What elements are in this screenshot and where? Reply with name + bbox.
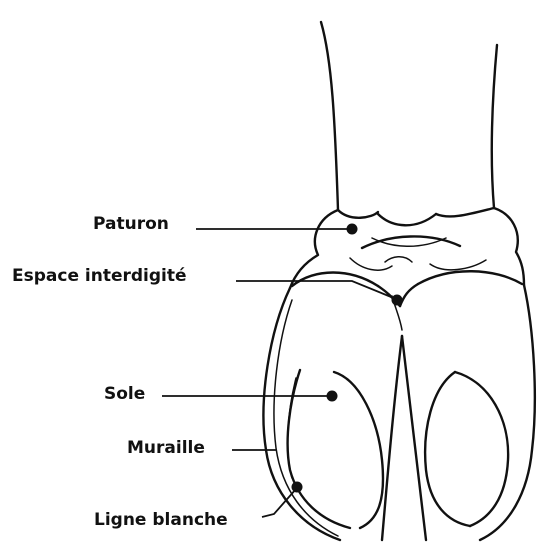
label-espace-interdigite: Espace interdigité — [12, 266, 187, 286]
right-claw-sole — [425, 372, 508, 526]
coronary-band — [292, 257, 522, 330]
hoof-wall-outline — [263, 285, 534, 540]
pastern-outline — [290, 208, 524, 288]
leader-sole — [162, 391, 338, 402]
label-muraille: Muraille — [127, 438, 205, 458]
label-sole: Sole — [104, 384, 145, 404]
leg-outline — [321, 22, 497, 210]
label-paturon: Paturon — [93, 214, 169, 234]
label-ligne-blanche: Ligne blanche — [94, 510, 228, 530]
leader-paturon — [196, 224, 358, 235]
interdigital-cleft — [382, 336, 426, 540]
